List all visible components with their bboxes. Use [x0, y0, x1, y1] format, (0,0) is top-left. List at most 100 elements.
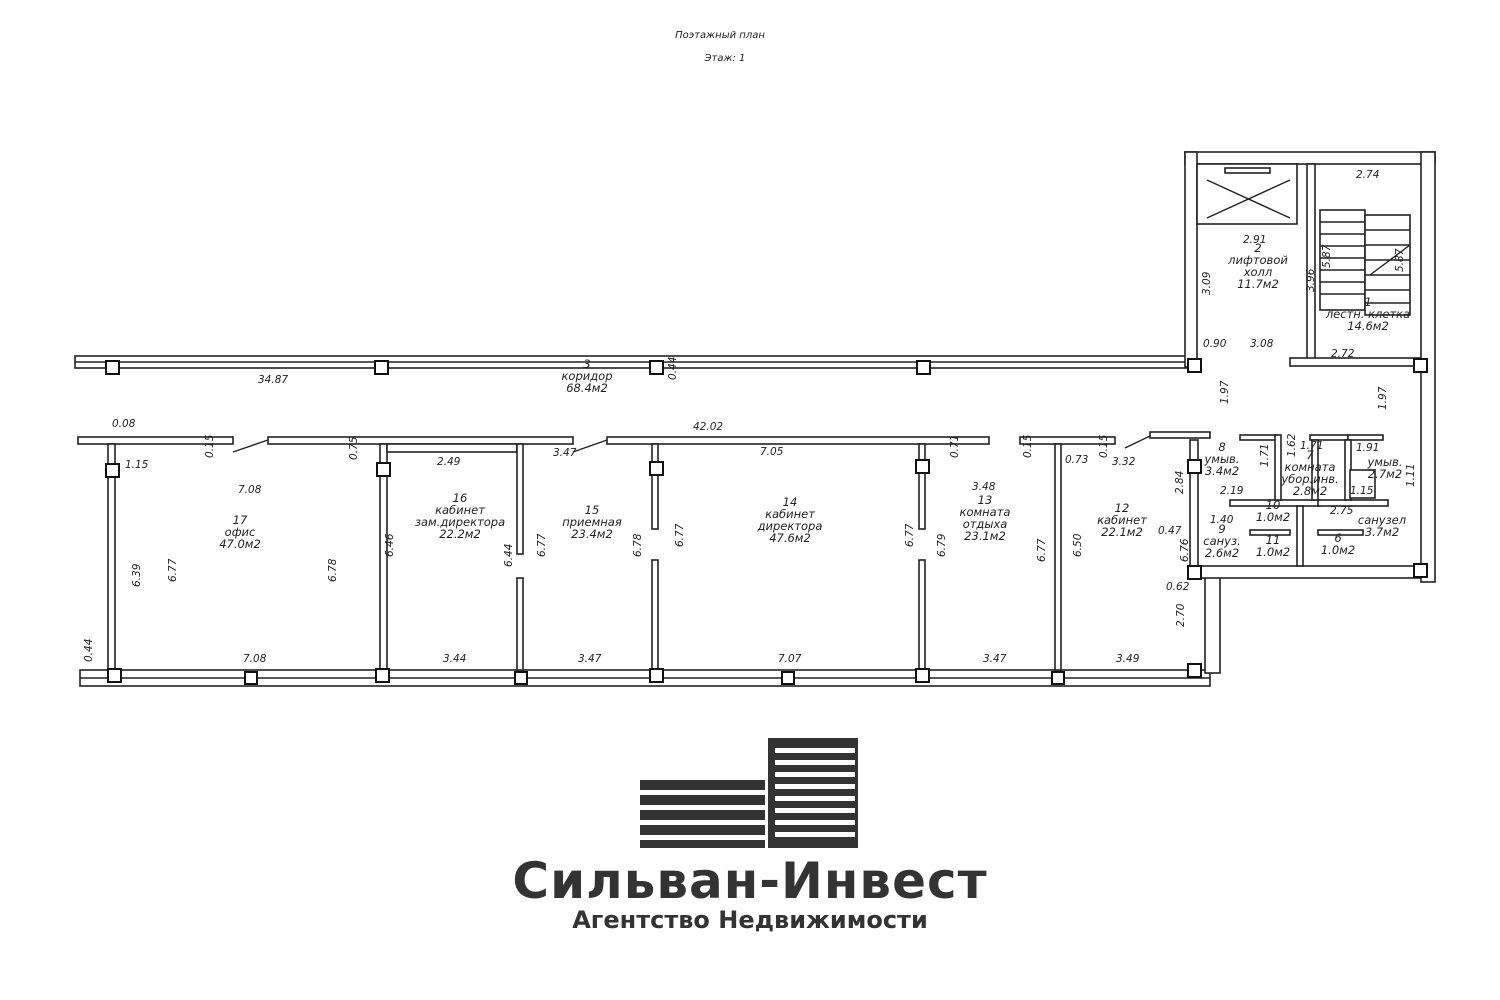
- dimension-label: 3.48: [972, 481, 996, 493]
- room-13-label: 23.1м2: [964, 529, 1006, 543]
- room-12-label: 12: [1115, 501, 1130, 515]
- room-8-label: 8: [1218, 440, 1225, 454]
- dimension-label: 3.49: [1116, 653, 1140, 665]
- dimension-label: 3.32: [1112, 456, 1136, 468]
- room-7-label: убор.инв.: [1280, 472, 1338, 486]
- brand-tagline: Агентство Недвижимости: [572, 906, 928, 934]
- room-1-label: лестн. клетка: [1325, 307, 1410, 321]
- dimension-label: 1.97: [1377, 386, 1389, 410]
- dimension-label: 3.09: [1201, 271, 1213, 295]
- room-14-label: 14: [783, 495, 798, 509]
- room-2-label: лифтовой: [1227, 253, 1288, 267]
- dimension-label: 6.39: [131, 563, 143, 587]
- dimension-label: 7.07: [778, 653, 802, 665]
- room-13-label: отдыха: [963, 517, 1008, 531]
- room-2-label: 2: [1254, 241, 1261, 255]
- dimension-label: 7.08: [243, 653, 267, 665]
- room-10-label: 1.0м2: [1256, 510, 1290, 524]
- room-17-label: 17: [233, 513, 248, 527]
- dimension-label: 1.15: [1350, 485, 1374, 497]
- room-1-label: 14.6м2: [1347, 319, 1389, 333]
- room-15-label: приемная: [562, 515, 622, 529]
- room-9-label: 9: [1218, 522, 1225, 536]
- dimension-label: 3.08: [1250, 338, 1274, 350]
- dimension-label: 1.11: [1405, 464, 1417, 487]
- dimension-label: 6.44: [503, 544, 515, 567]
- room-3-label: 3: [583, 357, 590, 371]
- dimension-label: 3.44: [443, 653, 466, 665]
- dimension-label: 6.77: [904, 523, 916, 547]
- room-5-label: 3.7м2: [1365, 525, 1399, 539]
- room-12-label: кабинет: [1097, 513, 1147, 527]
- room-7-label: комната: [1285, 460, 1336, 474]
- dimension-label: 42.02: [693, 421, 723, 433]
- dimension-label: 0.44: [667, 357, 679, 380]
- dimension-label: 6.46: [384, 533, 396, 557]
- dimension-label: 6.79: [936, 533, 948, 557]
- dimension-label: 6.78: [327, 558, 339, 582]
- room-6-label: 1.0м2: [1321, 543, 1355, 557]
- dimension-label: 34.87: [258, 374, 288, 386]
- dimension-label: 0.08: [112, 418, 136, 430]
- room-17-label: 47.0м2: [219, 537, 261, 551]
- plan-title: Поэтажный план: [675, 30, 765, 41]
- staircase: [1319, 209, 1411, 316]
- room-4-label: 2.7м2: [1368, 467, 1402, 481]
- dimension-label: 2.84: [1174, 471, 1186, 494]
- room-16-label: 16: [453, 491, 468, 505]
- room-15-label: 15: [585, 503, 600, 517]
- dimension-label: 3.47: [983, 653, 1007, 665]
- floor-label: Этаж: 1: [704, 53, 746, 64]
- dimension-label: 6.77: [674, 523, 686, 547]
- room-13-label: комната: [960, 505, 1011, 519]
- dimension-label: 6.77: [167, 558, 179, 582]
- dimension-label: 2.91: [1243, 234, 1266, 246]
- room-11-label: 11: [1266, 533, 1281, 547]
- room-3-label: 68.4м2: [566, 381, 608, 395]
- dimension-label: 2.70: [1175, 603, 1187, 627]
- room-4-label: умыв.: [1367, 455, 1403, 469]
- dimension-label: 1.15: [125, 459, 149, 471]
- dimension-label: 6.50: [1072, 533, 1084, 557]
- dimension-label: 3.47: [578, 653, 602, 665]
- room-12-label: 22.1м2: [1101, 525, 1143, 539]
- dimension-label: 1.71: [1259, 444, 1271, 467]
- dimension-label: 7.08: [238, 484, 262, 496]
- room-16-label: зам.директора: [415, 515, 505, 529]
- dimension-label: 1.71: [1300, 440, 1323, 452]
- columns: [105, 358, 1428, 685]
- dimension-label: 0.15: [204, 434, 216, 458]
- room-14-label: директора: [757, 519, 823, 533]
- brand-name: Сильван-Инвест: [512, 852, 988, 910]
- building-logo-icon: [640, 738, 858, 848]
- dimension-label: 0.44: [83, 639, 95, 662]
- dimension-label: 2.19: [1220, 485, 1244, 497]
- dimension-label: 2.72: [1331, 348, 1355, 360]
- room-16-label: 22.2м2: [439, 527, 481, 541]
- room-11-label: 1.0м2: [1256, 545, 1290, 559]
- room-2-label: 11.7м2: [1237, 277, 1279, 291]
- dimension-label: 3.47: [553, 447, 577, 459]
- room-1-label: 1: [1364, 295, 1371, 309]
- room-8-label: 3.4м2: [1205, 464, 1239, 478]
- dimension-label: 5.87: [1321, 244, 1333, 268]
- dimension-label: 0.47: [1158, 525, 1182, 537]
- room-16-label: кабинет: [435, 503, 485, 517]
- dimension-label: 0.15: [1022, 434, 1034, 458]
- dimension-label: 6.77: [1036, 538, 1048, 562]
- room-10-label: 10: [1266, 498, 1281, 512]
- room-8-label: умыв.: [1204, 452, 1240, 466]
- room-7-label: 7: [1306, 448, 1314, 462]
- dimension-label: 6.76: [1179, 538, 1191, 562]
- dimension-label: 6.78: [632, 533, 644, 557]
- room-9-label: сануз.: [1203, 534, 1240, 548]
- walls: [74, 151, 1436, 687]
- dimension-label: 2.49: [437, 456, 461, 468]
- dimension-label: 3.96: [1305, 268, 1317, 292]
- room-14-label: кабинет: [765, 507, 815, 521]
- dimension-label: 2.74: [1356, 169, 1379, 181]
- room-6-label: 6: [1334, 531, 1341, 545]
- dimension-label: 5.87: [1394, 248, 1406, 272]
